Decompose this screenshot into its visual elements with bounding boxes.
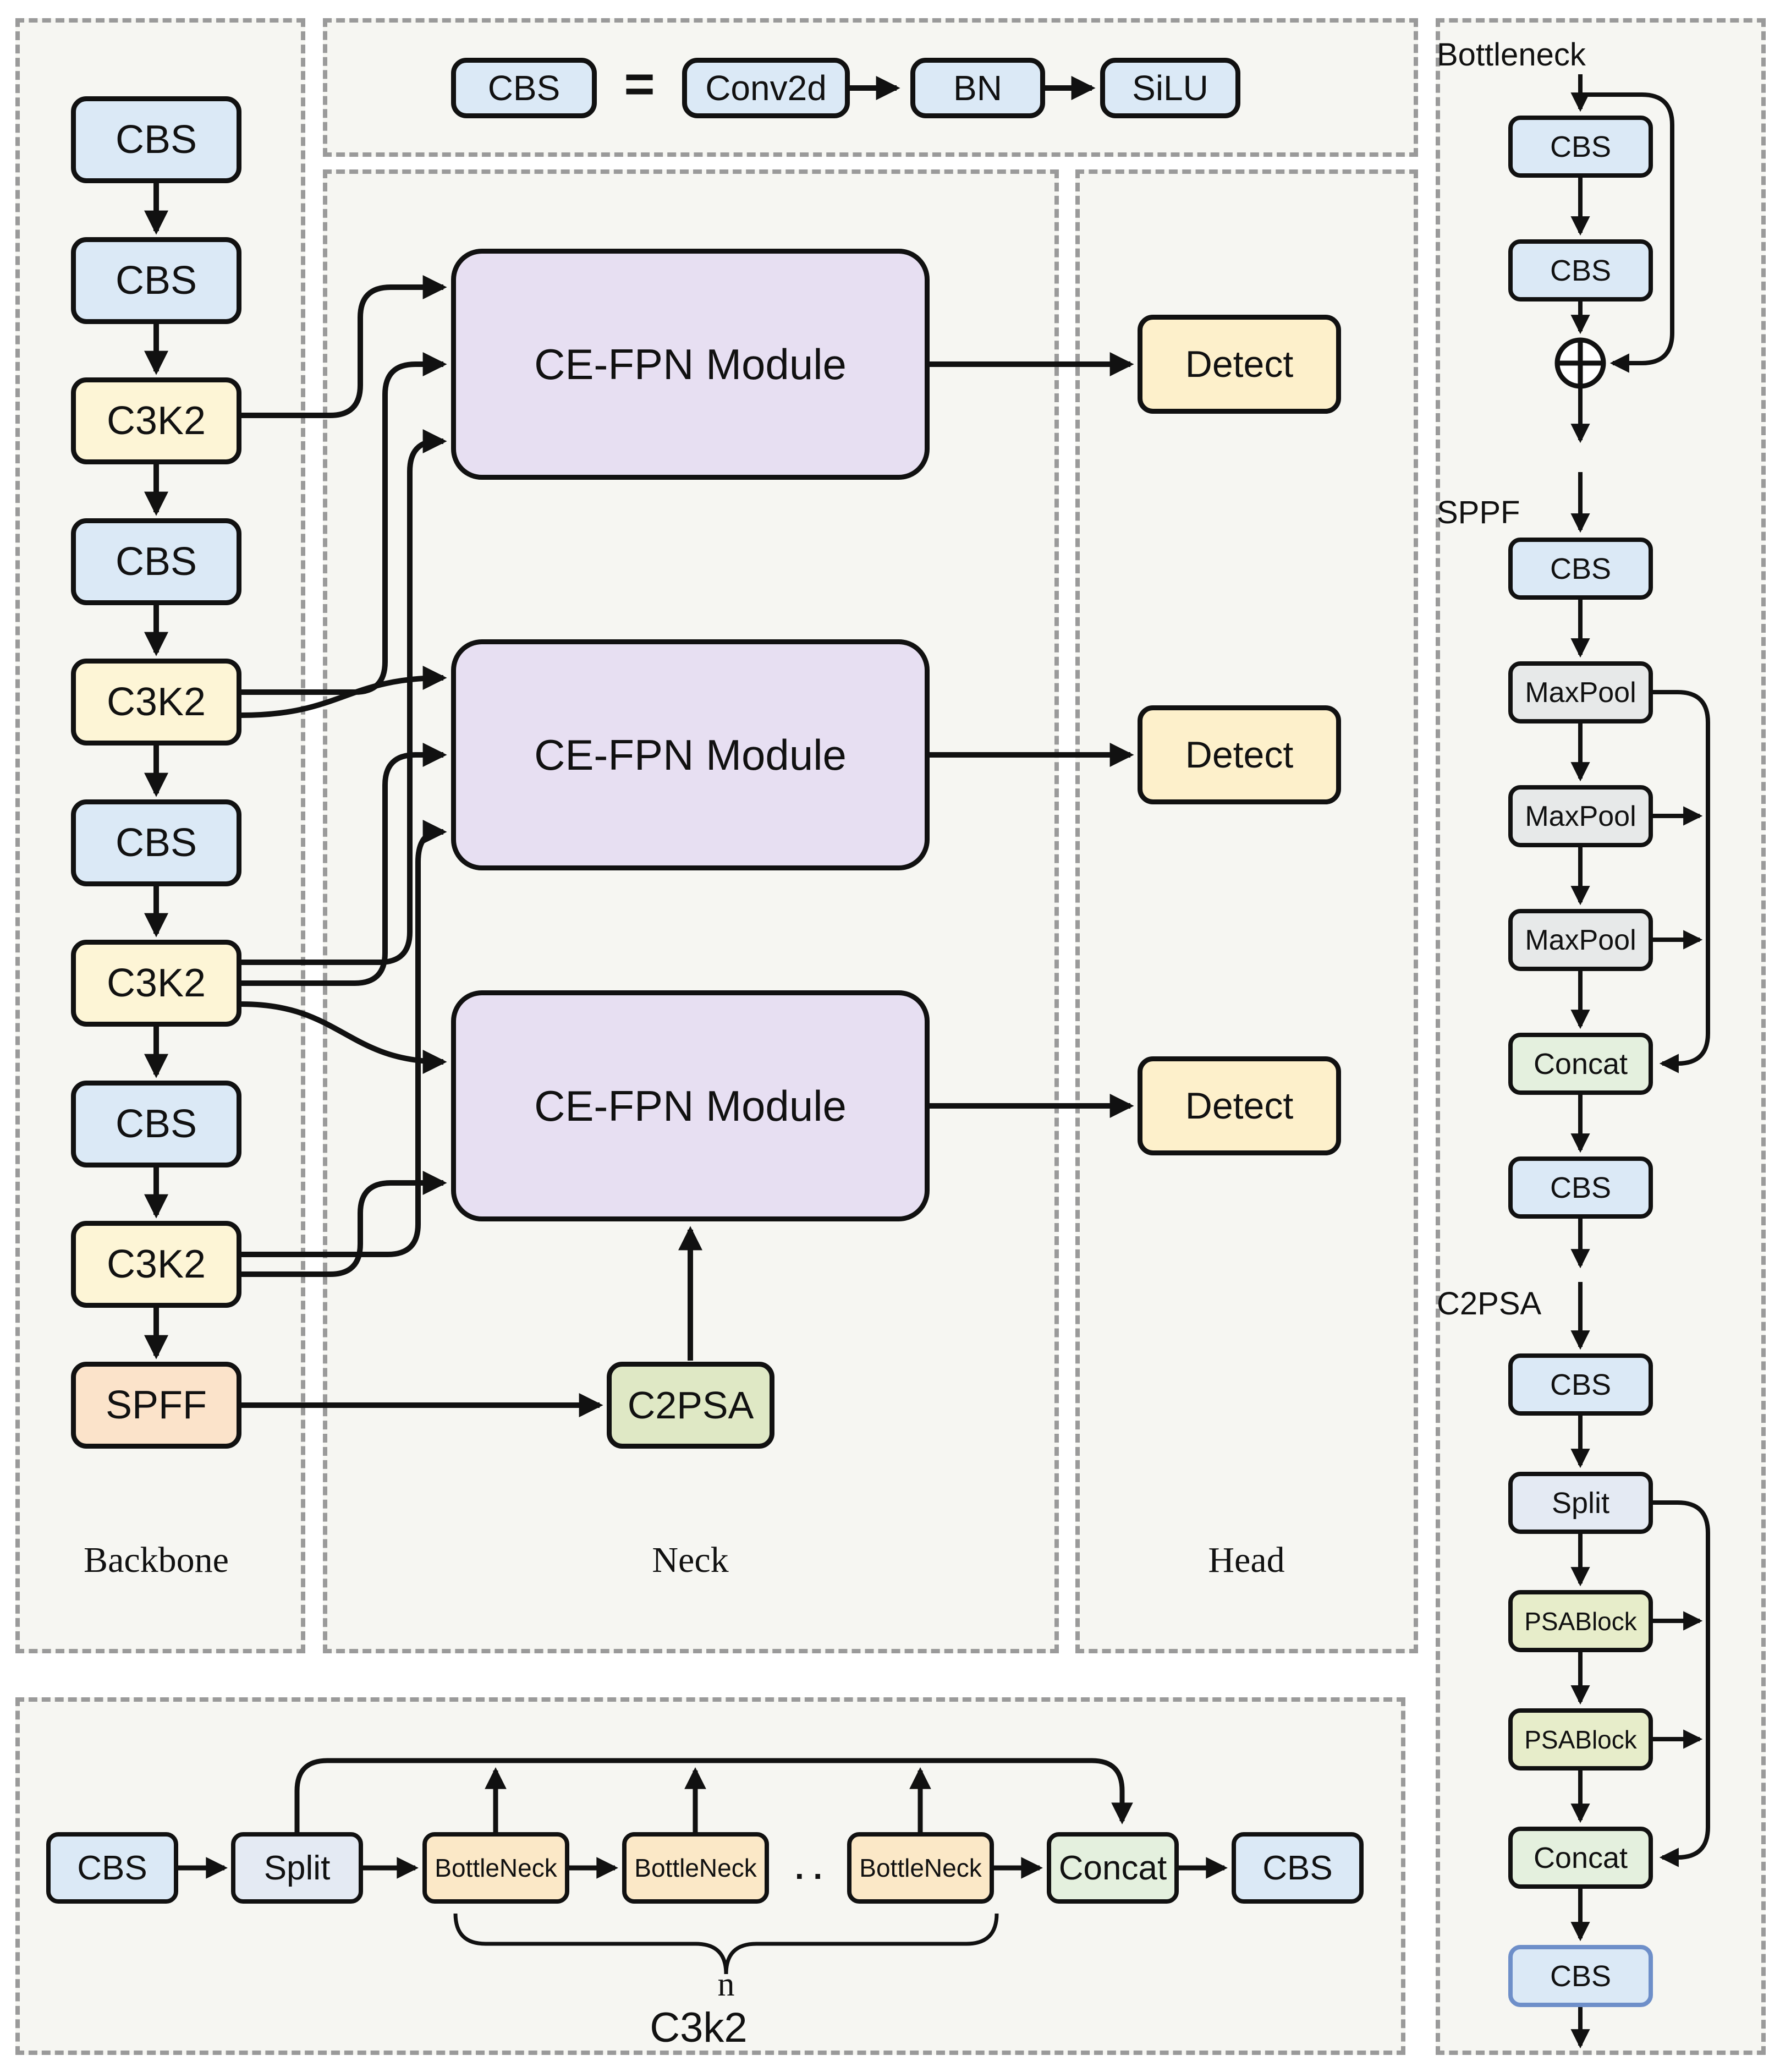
c3k2-split: Split: [231, 1832, 363, 1904]
arrow-c3k2c-module2: [241, 742, 447, 986]
c3k2-repeat-count: n: [717, 1966, 735, 2003]
legend-conv2d-box: Conv2d: [682, 58, 850, 118]
c3k2-concat: Concat: [1047, 1832, 1179, 1904]
cefpn-module-2: CE-FPN Module: [451, 639, 930, 870]
neck-c2psa-box: C2PSA: [607, 1362, 774, 1449]
arrow-c3k2d-module2: [241, 819, 447, 1257]
cefpn-module-3: CE-FPN Module: [451, 990, 930, 1221]
sppf-maxpool-1: MaxPool: [1508, 661, 1653, 723]
sppf-maxpool-3: MaxPool: [1508, 909, 1653, 971]
backbone-block-c3k2-2: C3K2: [71, 659, 241, 746]
cefpn-module-1: CE-FPN Module: [451, 249, 930, 480]
c2psa-concat: Concat: [1508, 1827, 1653, 1889]
legend-silu-box: SiLU: [1100, 58, 1240, 118]
legend-cbs-box: CBS: [451, 58, 597, 118]
c2psa-cbs-1: CBS: [1508, 1353, 1653, 1416]
neck-label: Neck: [652, 1540, 729, 1580]
arrow-split-skip: [1653, 1500, 1710, 1867]
backbone-block-c3k2-1: C3K2: [71, 377, 241, 464]
detect-box-2: Detect: [1138, 705, 1341, 804]
sppf-maxpool-2: MaxPool: [1508, 785, 1653, 847]
c3k2-title: C3k2: [650, 2004, 748, 2051]
arrow-sppf-skip: [1653, 690, 1710, 1073]
c2psa-split: Split: [1508, 1472, 1653, 1534]
backbone-block-c3k2-3: C3K2: [71, 940, 241, 1027]
c3k2-cbs-2: CBS: [1232, 1832, 1364, 1904]
arrow-c3k2-split-skip: [294, 1758, 1133, 1832]
backbone-block-cbs-2: CBS: [71, 237, 241, 324]
arrow-c3k2a-module1: [241, 275, 447, 418]
detect-box-3: Detect: [1138, 1056, 1341, 1155]
add-icon-cross: [1557, 340, 1603, 386]
arrow-c3k2c-module1: [241, 429, 447, 965]
arrow-c3k2c-module3: [241, 1001, 447, 1074]
bottleneck-cbs-2: CBS: [1508, 239, 1653, 302]
bottleneck-cbs-1: CBS: [1508, 116, 1653, 178]
repeat-brace: [453, 1913, 999, 1975]
arrow-bottleneck-skip: [1580, 92, 1674, 373]
c3k2-bottleneck-1: BottleNeck: [422, 1832, 569, 1904]
backbone-block-c3k2-4: C3K2: [71, 1221, 241, 1308]
backbone-block-spff: SPFF: [71, 1362, 241, 1449]
head-panel: [1075, 169, 1418, 1653]
c2psa-psablock-1: PSABlock: [1508, 1590, 1653, 1652]
backbone-block-cbs-4: CBS: [71, 799, 241, 886]
backbone-block-cbs-1: CBS: [71, 96, 241, 183]
backbone-block-cbs-3: CBS: [71, 518, 241, 605]
arrow-c3k2d-module3: [241, 1170, 447, 1277]
backbone-block-cbs-5: CBS: [71, 1081, 241, 1167]
c2psa-cbs-2: CBS: [1508, 1945, 1653, 2007]
head-label: Head: [1208, 1540, 1285, 1580]
backbone-label: Backbone: [84, 1540, 229, 1580]
c3k2-cbs-1: CBS: [46, 1832, 178, 1904]
arrow-c3k2b-module2: [241, 666, 447, 718]
c3k2-bottleneck-2: BottleNeck: [622, 1832, 769, 1904]
sppf-title: SPPF: [1437, 495, 1520, 530]
c3k2-bottleneck-3: BottleNeck: [847, 1832, 994, 1904]
sppf-concat: Concat: [1508, 1033, 1653, 1095]
c2psa-psablock-2: PSABlock: [1508, 1708, 1653, 1770]
c2psa-title: C2PSA: [1437, 1286, 1542, 1322]
detect-box-1: Detect: [1138, 315, 1341, 414]
c3k2-ellipsis: . .: [794, 1849, 822, 1886]
sppf-cbs-1: CBS: [1508, 538, 1653, 600]
legend-bn-box: BN: [910, 58, 1045, 118]
bottleneck-title: Bottleneck: [1437, 37, 1586, 73]
legend-equals: =: [624, 54, 655, 113]
sppf-cbs-2: CBS: [1508, 1156, 1653, 1219]
